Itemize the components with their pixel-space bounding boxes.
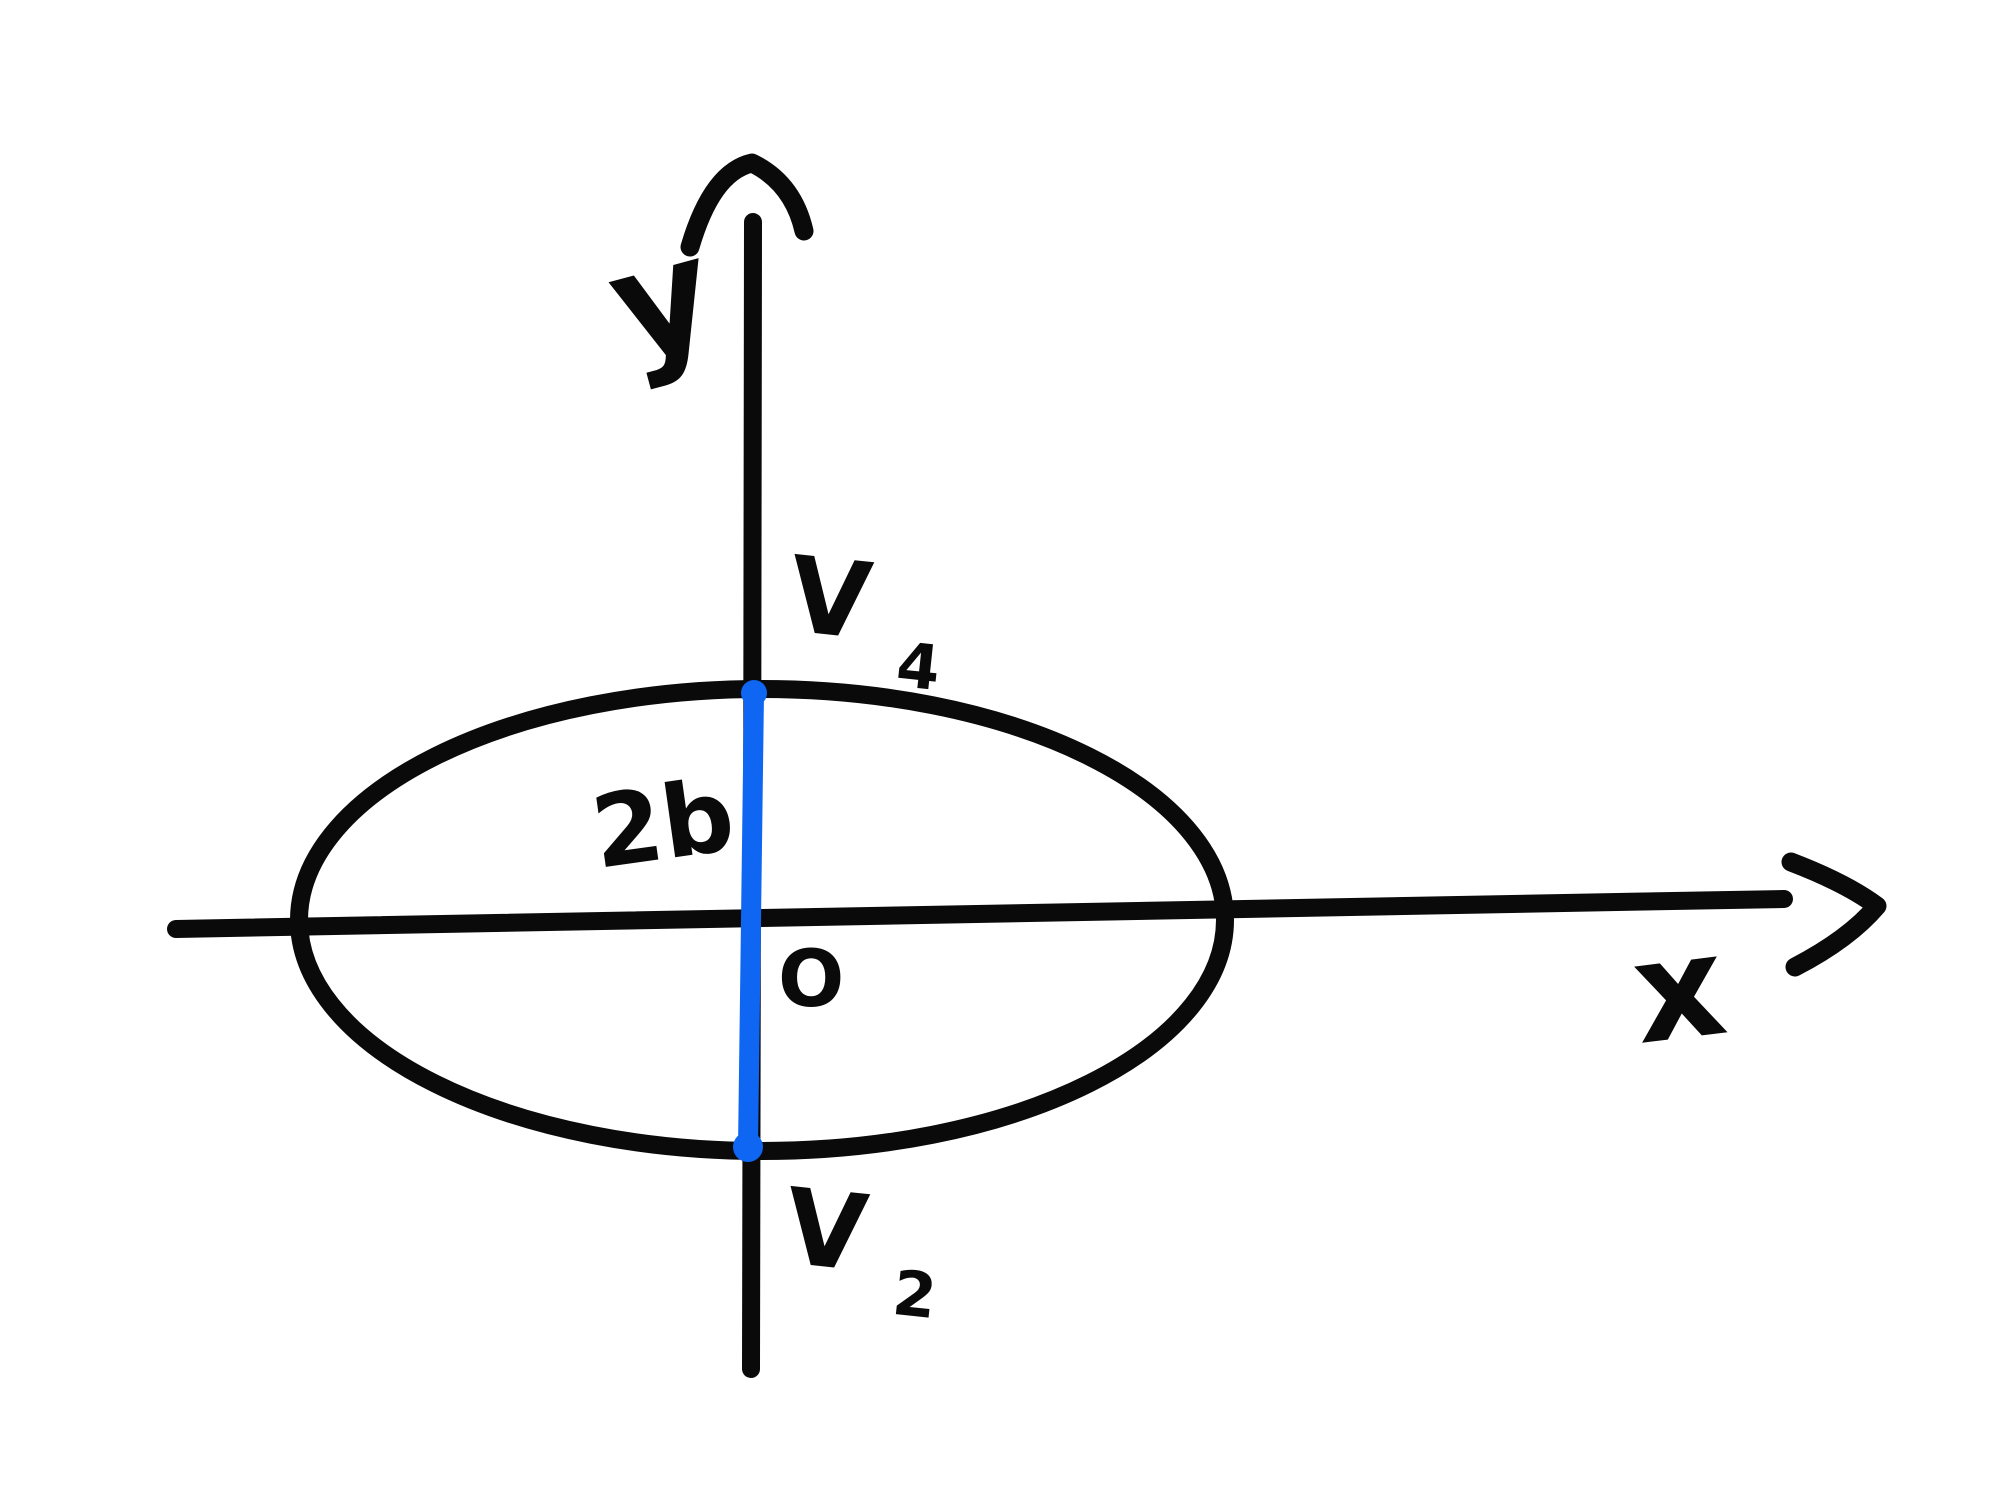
lower-covertex-label: V 2 — [776, 1166, 948, 1334]
x-axis-label: x — [1624, 904, 1734, 1077]
upper-covertex-subscript: 4 — [893, 628, 944, 705]
y-axis-arrowhead-icon — [680, 153, 814, 257]
lower-covertex-base: V — [779, 1166, 873, 1296]
minor-axis-segment — [738, 683, 764, 1158]
upper-covertex-label: V 4 — [780, 534, 952, 706]
lower-covertex-subscript: 2 — [889, 1256, 940, 1333]
origin-label-text: O — [778, 935, 844, 1025]
minor-axis-top-endpoint — [741, 680, 767, 706]
minor-axis-length-label: 2b — [585, 756, 741, 892]
minor-axis-bottom-endpoint — [733, 1132, 763, 1162]
x-axis-arrowhead-icon — [1781, 852, 1887, 977]
upper-covertex-base: V — [783, 534, 877, 664]
x-axis-line — [167, 890, 1793, 938]
y-axis-label-text: y — [592, 203, 731, 396]
minor-axis-length-text: 2b — [585, 756, 741, 892]
origin-label: O — [778, 935, 844, 1025]
y-axis-label: y — [592, 203, 731, 396]
x-axis-label-text: x — [1624, 904, 1734, 1077]
